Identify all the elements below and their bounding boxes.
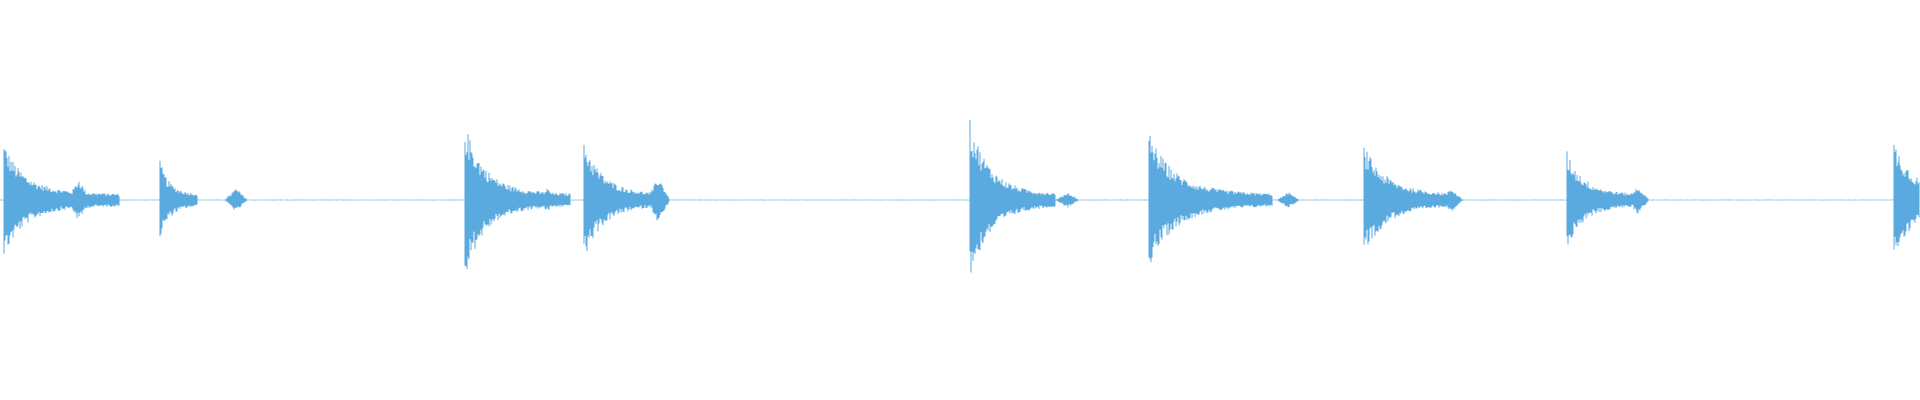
waveform-trace <box>0 119 1920 273</box>
